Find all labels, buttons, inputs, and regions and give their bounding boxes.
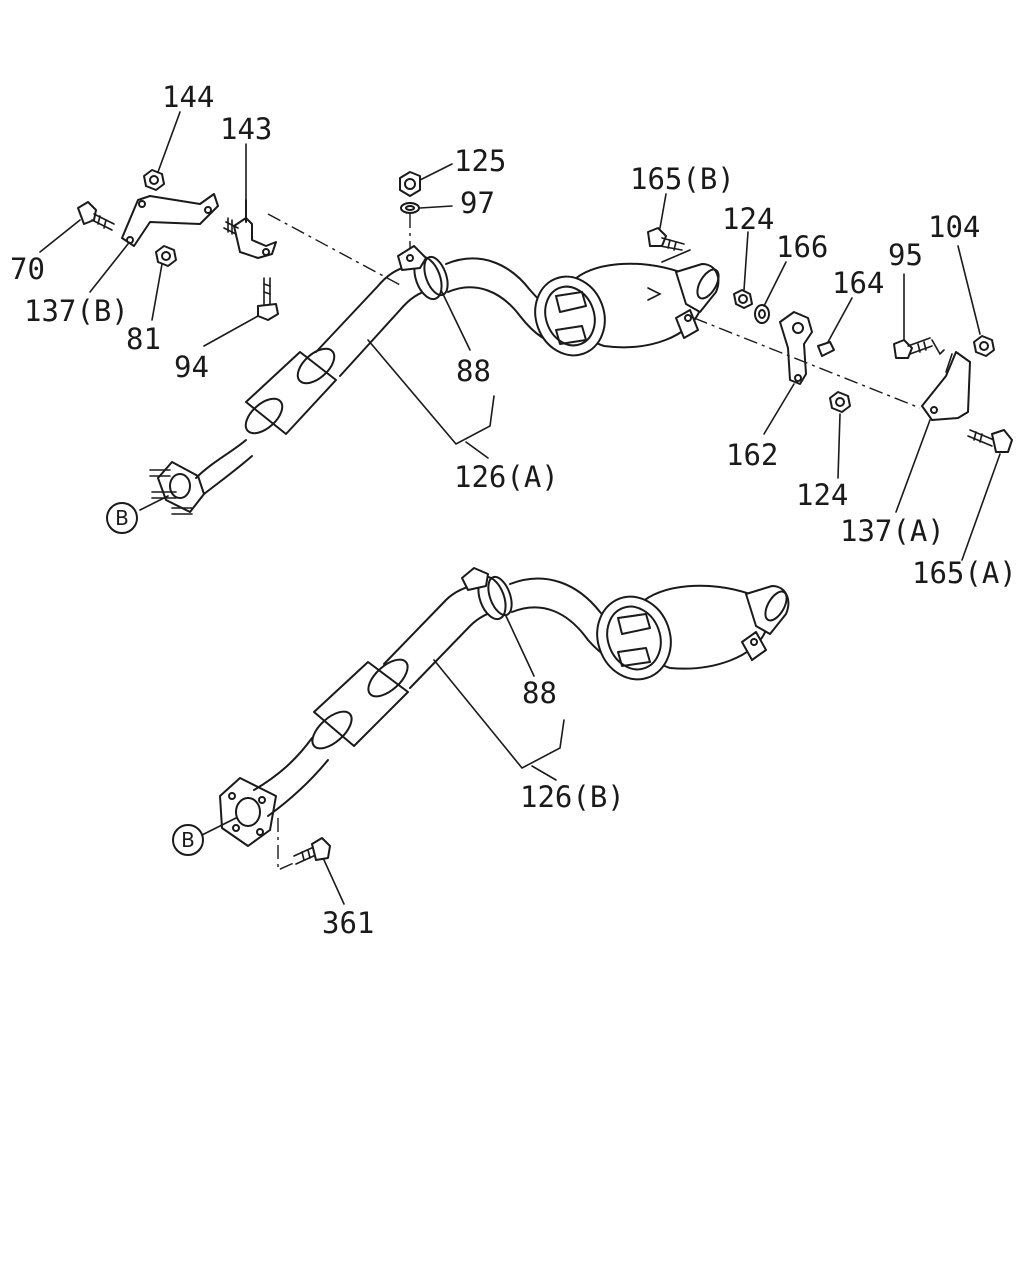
nut-104 [973,335,995,357]
label-81: 81 [126,322,161,356]
pipe-hanger-tab-b [461,567,489,591]
label-124-bottom: 124 [796,478,848,512]
label-88-bottom: 88 [522,676,557,710]
label-70: 70 [10,252,45,286]
front-flange-b [219,777,277,847]
bolt-165b [647,227,685,251]
washer-97 [400,202,420,214]
bolt-94 [257,277,279,321]
bolt-95 [893,337,933,359]
nut-125 [399,171,421,197]
bracket-137b-group [77,169,219,267]
bracket-162 [779,311,813,385]
label-125: 125 [454,144,506,178]
exhaust-pipe-assembly-b [219,567,790,847]
nut-81 [155,245,177,267]
label-166: 166 [776,230,828,264]
clip-143-group [223,199,279,321]
resonator-a-lower [245,351,337,435]
label-144: 144 [162,80,214,114]
flange-studs-a [149,469,193,515]
bolt-70 [77,201,115,231]
label-143: 143 [220,112,272,146]
outlet-stub-b [745,585,790,635]
svg-text:B: B [115,506,129,530]
pin-164 [817,341,835,357]
label-162: 162 [726,438,778,472]
label-137b: 137(B) [24,294,129,328]
leader-lines-lower [199,615,565,905]
label-164: 164 [832,266,884,300]
bolt-361 [293,837,331,865]
reference-b-bottom: B [172,824,204,856]
reference-b-top: B [106,502,138,534]
bolt-165a [967,429,1013,453]
svg-text:B: B [181,828,195,852]
nut-144 [143,169,165,191]
label-88-top: 88 [456,354,491,388]
label-95: 95 [888,238,923,272]
label-165a: 165(A) [912,556,1017,590]
label-165b: 165(B) [630,162,735,196]
label-126a: 126(A) [454,460,559,494]
leader-lines-upper [39,111,1001,561]
nut-124-top [733,289,753,309]
label-126b: 126(B) [520,780,625,814]
exhaust-pipe-assembly-a [149,245,720,515]
label-124-top: 124 [722,202,774,236]
resonator-b-lower [313,661,409,747]
bracket-137a [921,351,971,421]
label-137a: 137(A) [840,514,945,548]
part-labels: 144 143 125 97 165(B) 124 166 104 95 164… [10,80,1017,940]
clip-143 [233,217,277,259]
nut-124-bottom [829,391,851,413]
label-94: 94 [174,350,209,384]
washer-166 [754,304,770,324]
label-97: 97 [460,186,495,220]
bracket-137b [121,193,219,247]
label-104: 104 [928,210,980,244]
label-361: 361 [322,906,374,940]
converter-bracket-a [675,309,699,339]
